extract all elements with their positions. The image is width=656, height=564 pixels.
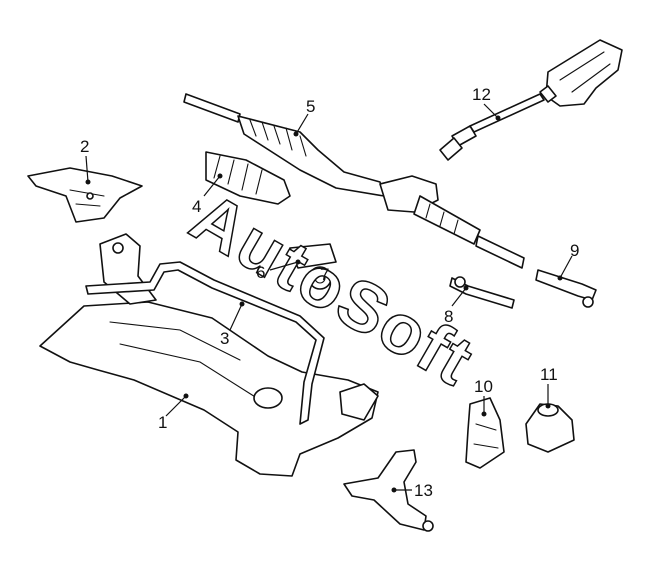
callout-12: 12	[472, 85, 491, 104]
callout-4: 4	[192, 197, 201, 216]
callout-5: 5	[306, 97, 315, 116]
part-13-lower-arm	[343, 449, 434, 532]
part-10-mount-bracket	[465, 397, 505, 469]
callout-labels: 1 2 3 4 5 6 7 8 9 10 11 12 13	[80, 85, 579, 500]
callout-10: 10	[474, 377, 493, 396]
part-4-rack-boot	[205, 151, 291, 205]
callout-11: 11	[540, 365, 558, 384]
callout-1: 1	[158, 413, 167, 432]
part-6-7-bush	[289, 243, 337, 290]
part-9-tie-rod-end	[535, 269, 597, 308]
part-8-tie-rod	[449, 276, 515, 309]
part-2-bracket	[27, 167, 143, 223]
callout-9: 9	[570, 241, 579, 260]
leader-lines	[85, 103, 573, 493]
part-12-steering-column	[439, 39, 623, 161]
part-3-stabilizer-bar	[85, 261, 325, 425]
callout-8: 8	[444, 307, 453, 326]
callout-13: 13	[414, 481, 433, 500]
callout-6: 6	[256, 263, 265, 282]
part-5-steering-rack	[183, 93, 525, 269]
callout-3: 3	[220, 329, 229, 348]
callout-7: 7	[320, 265, 329, 284]
part-11-engine-mount	[525, 403, 575, 453]
callout-2: 2	[80, 137, 89, 156]
